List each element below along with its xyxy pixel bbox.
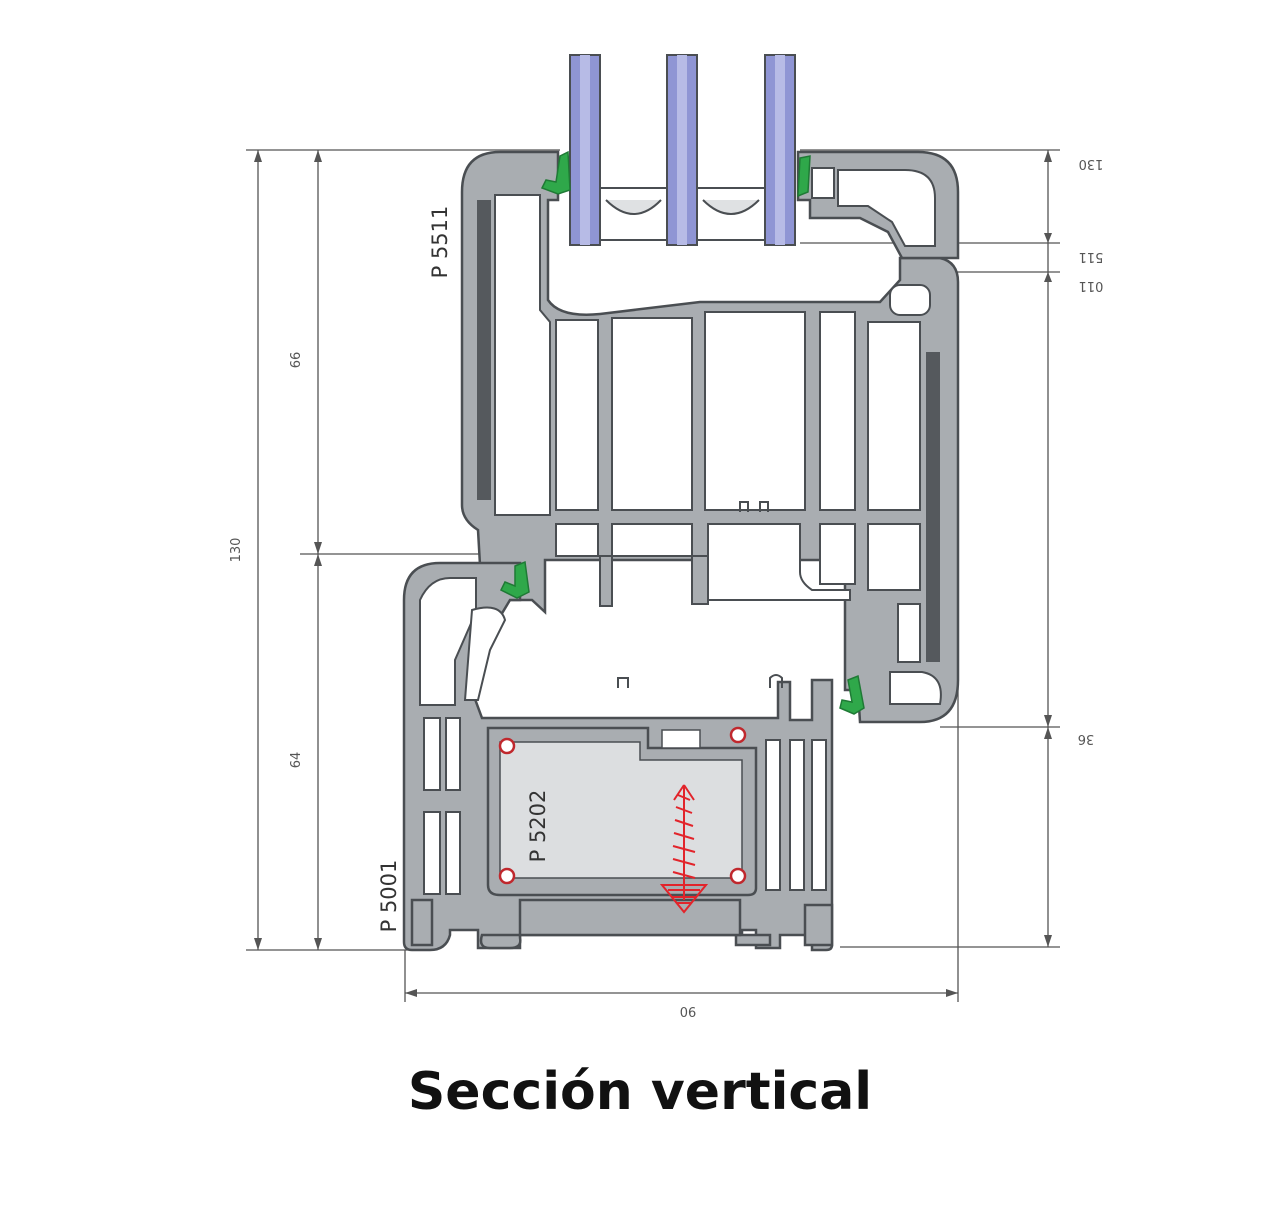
- sash-profile: [460, 150, 960, 724]
- dimension-lines-left: [246, 149, 560, 951]
- dimension-labels: 130 66 64 90 130 511 011 36: [229, 156, 1103, 1018]
- label-reinforcement-profile: P 5202: [526, 790, 550, 863]
- dim-lower-height: 64: [289, 752, 304, 769]
- label-sash-profile: P 5511: [428, 206, 452, 279]
- dimension-lines-right: [800, 149, 1060, 948]
- dim-upper-height: 66: [289, 352, 304, 369]
- dim-top-offset: 130: [1079, 156, 1104, 171]
- gaskets: [499, 150, 865, 715]
- label-frame-profile: P 5001: [377, 860, 401, 933]
- triple-glazing: [569, 54, 796, 246]
- diagram-caption: Sección vertical: [407, 1062, 873, 1122]
- fixing-screw: [659, 784, 709, 914]
- dim-bead-1: 511: [1079, 249, 1104, 264]
- dim-total-width: 90: [680, 1003, 697, 1018]
- dim-total-height: 130: [229, 538, 244, 563]
- dim-bead-2: 011: [1079, 278, 1104, 293]
- steel-reinforcement: [486, 726, 758, 897]
- profile-labels: P 5511 P 5001 P 5202: [377, 206, 550, 933]
- dim-sill-offset: 36: [1078, 731, 1095, 746]
